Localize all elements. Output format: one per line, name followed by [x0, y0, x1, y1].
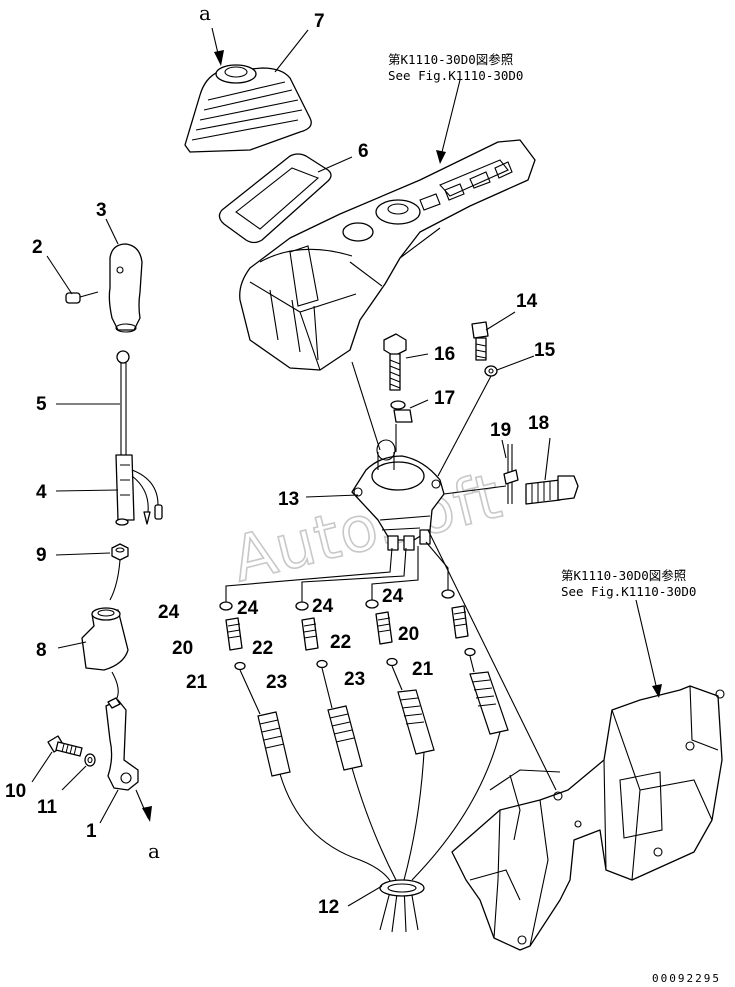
plate-part-6: [218, 153, 332, 244]
callout-20-a: 20: [172, 638, 193, 659]
valve-part-13: [351, 439, 445, 551]
figure-reference-top: 第K1110-30D0図参照 See Fig.K1110-30D0: [388, 52, 523, 83]
lever-part-1: [105, 697, 139, 791]
bolt-part-16: [383, 333, 407, 391]
frame-bracket: [451, 685, 725, 951]
boot-part-7: [184, 64, 312, 153]
callout-9: 9: [36, 545, 47, 566]
bracket-part-8: [81, 607, 129, 701]
view-arrow-upper: a: [199, 1, 224, 66]
pin-part-19: [503, 444, 519, 504]
callout-5: 5: [36, 394, 47, 415]
callout-14: 14: [516, 291, 538, 312]
view-letter-a-upper: a: [199, 1, 211, 25]
bolt-part-10: [47, 735, 83, 757]
callout-24-c: 24: [312, 596, 334, 617]
reference-top-en: See Fig.K1110-30D0: [388, 68, 523, 83]
callout-16: 16: [434, 344, 455, 365]
view-arrow-lower: a: [135, 789, 160, 863]
callout-15: 15: [534, 340, 556, 361]
reference-right-en: See Fig.K1110-30D0: [561, 584, 696, 599]
figure-reference-right: 第K1110-30D0図参照 See Fig.K1110-30D0: [561, 568, 696, 599]
callout-18: 18: [528, 413, 549, 434]
console-assembly: [239, 139, 536, 371]
switch-part-4: [115, 454, 163, 526]
callout-3: 3: [96, 200, 107, 221]
washer-part-11: [84, 753, 96, 767]
washer-part-15: [484, 365, 498, 377]
knob-part-3: [108, 243, 143, 333]
callout-22-b: 22: [330, 632, 351, 653]
callout-23-a: 23: [266, 672, 287, 693]
callout-1: 1: [86, 821, 97, 842]
reference-right-jp: 第K1110-30D0図参照: [561, 568, 686, 583]
callout-2: 2: [32, 237, 43, 258]
callout-20-b: 20: [398, 624, 419, 645]
reference-top-jp: 第K1110-30D0図参照: [388, 52, 513, 67]
drawing-number: 00092295: [652, 972, 721, 985]
screw-part-2: [65, 291, 99, 304]
rod-part-5: [116, 350, 130, 458]
callout-24-a: 24: [158, 602, 180, 623]
callout-4: 4: [36, 482, 47, 503]
view-letter-a-lower: a: [148, 839, 160, 863]
callout-21-a: 21: [186, 672, 208, 693]
callout-24-d: 24: [382, 586, 404, 607]
clip-part-17: [390, 400, 413, 423]
callout-13: 13: [278, 489, 299, 510]
callout-17: 17: [434, 388, 455, 409]
o-rings-part-21-23: [234, 647, 476, 671]
nut-part-9: [109, 543, 129, 601]
callout-23-b: 23: [344, 669, 365, 690]
callout-12: 12: [318, 897, 339, 918]
clamp-part-12: [379, 879, 425, 897]
callout-8: 8: [36, 640, 47, 661]
fittings-part-20-22: [225, 605, 469, 651]
hose-lines: [279, 731, 501, 933]
callout-22-a: 22: [252, 638, 273, 659]
callout-24-b: 24: [237, 598, 259, 619]
leader-lines: [31, 29, 662, 907]
callout-21-b: 21: [412, 659, 434, 680]
bolt-part-18: [525, 475, 579, 505]
callout-6: 6: [358, 141, 369, 162]
callout-11: 11: [37, 797, 58, 818]
bolt-part-14: [471, 321, 489, 361]
hose-ends: [257, 671, 509, 777]
callout-labels: 7 6 3 2 5 4 9 8 10 11 1 12 13 14 15 16 1…: [5, 11, 556, 918]
callout-7: 7: [314, 11, 325, 32]
callout-19: 19: [490, 420, 511, 441]
callout-10: 10: [5, 781, 26, 802]
